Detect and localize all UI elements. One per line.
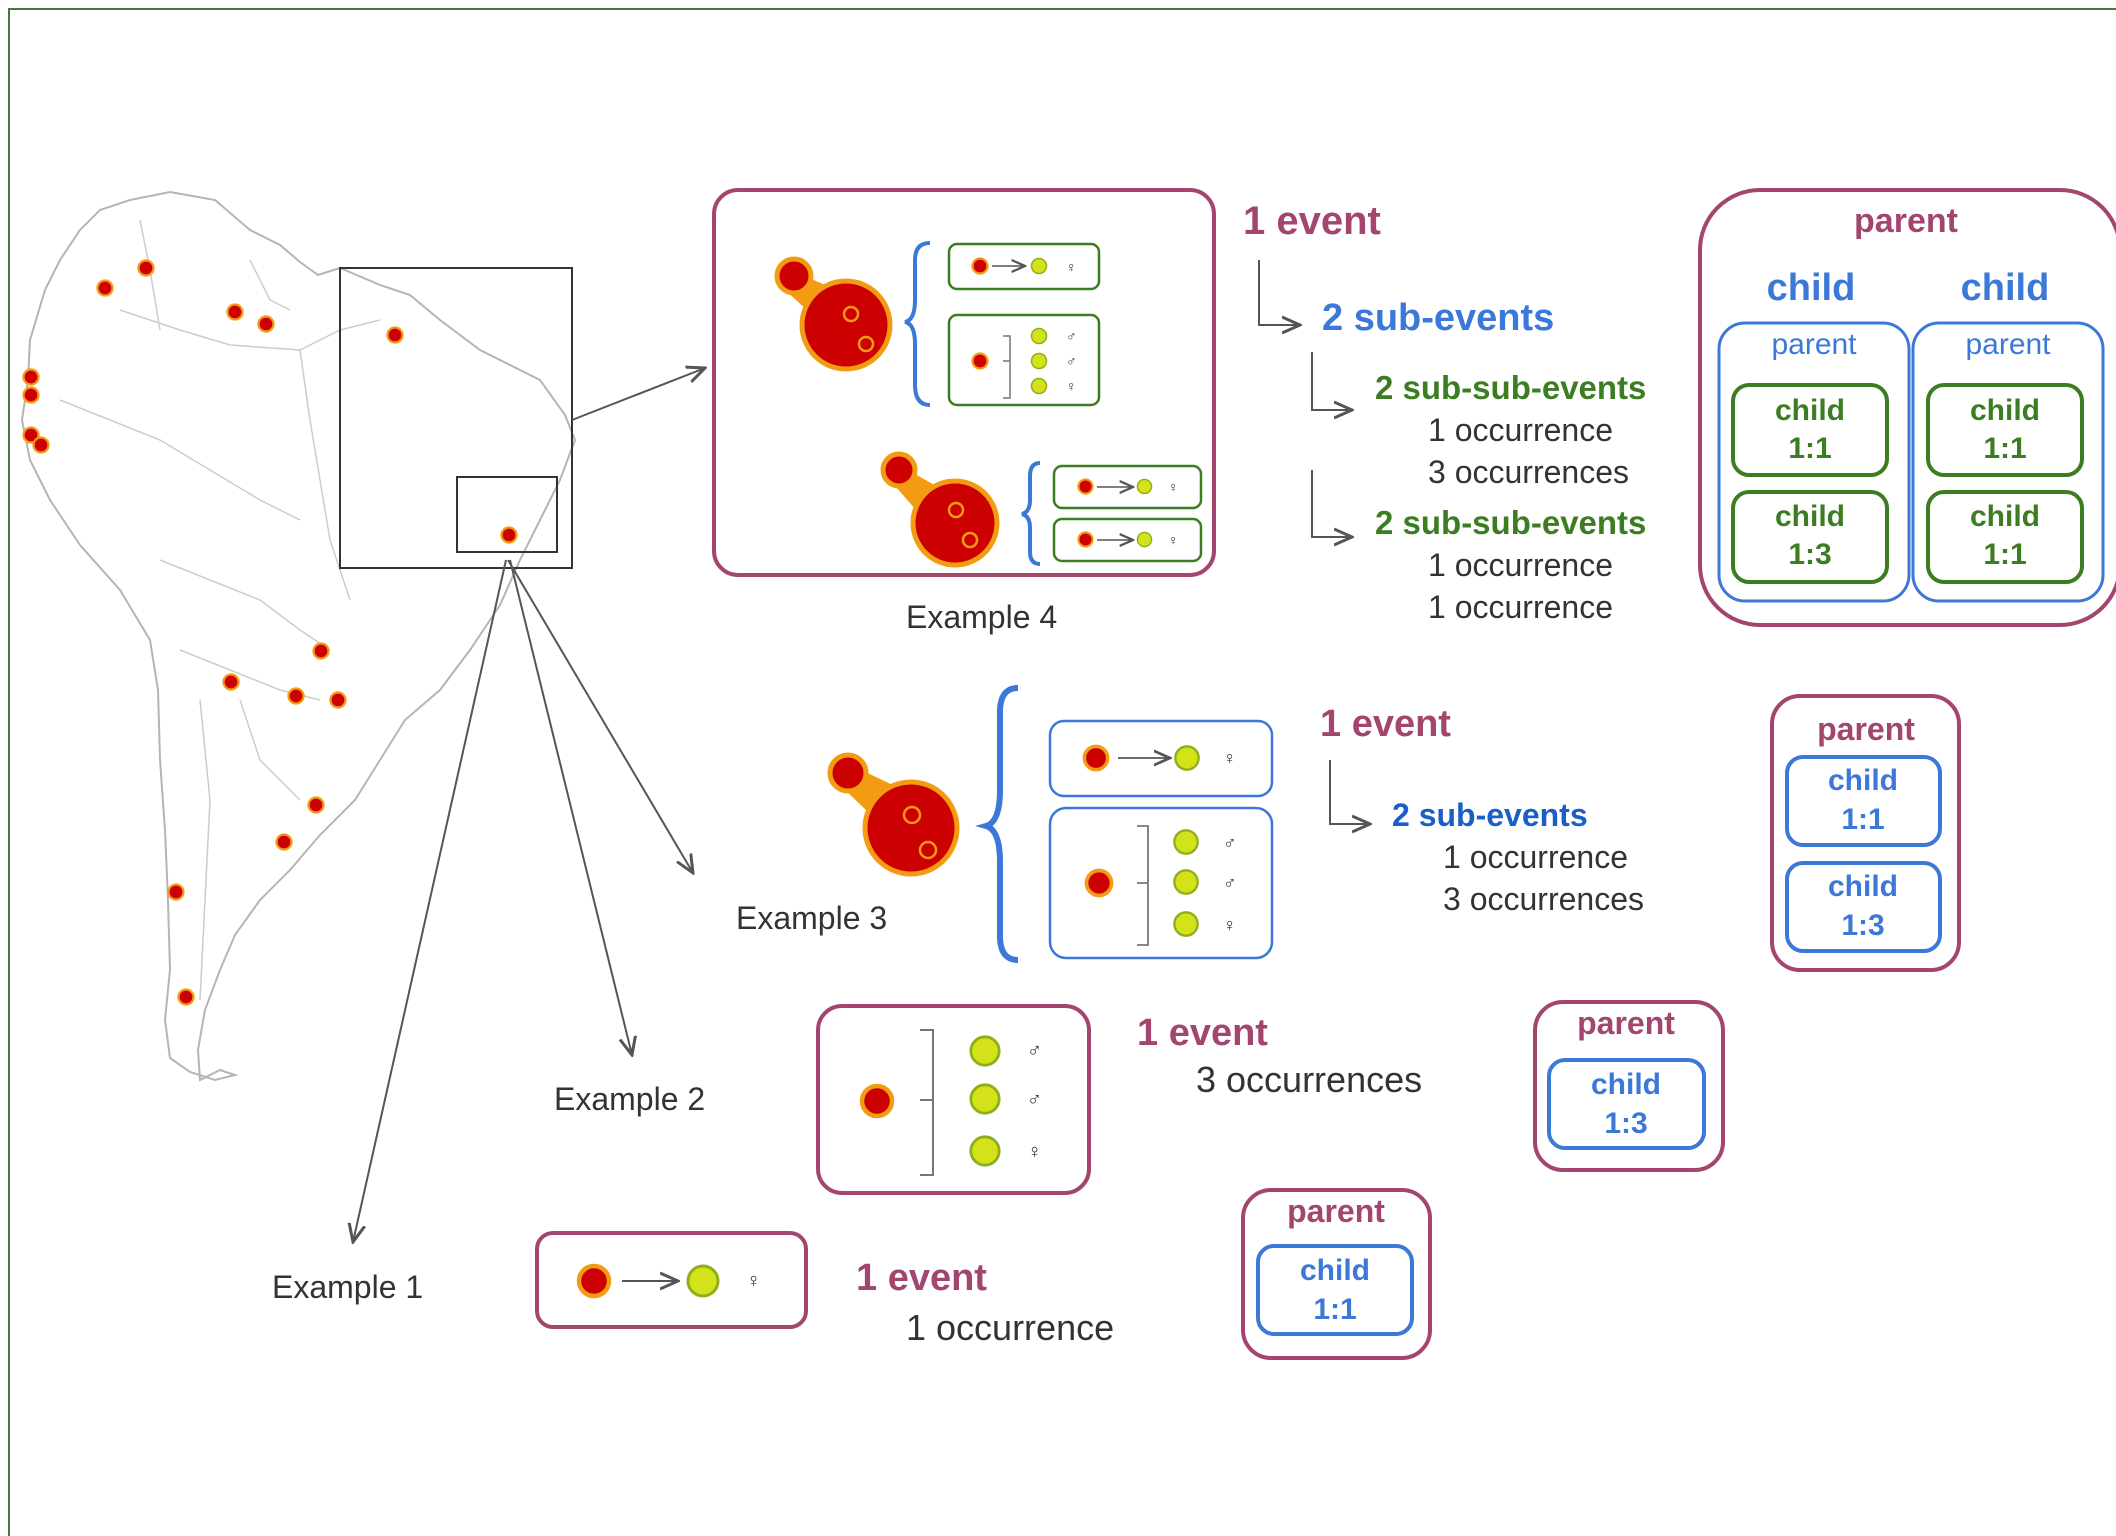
subevents-label: 2 sub-events: [1392, 797, 1588, 833]
female-icon: ♀: [1066, 259, 1077, 275]
occurrence-label: 3 occurrences: [1196, 1059, 1422, 1100]
example1-panel: ♀: [535, 1231, 808, 1329]
tree-child: child: [1961, 267, 2050, 309]
event-label: 1 event: [1243, 199, 1381, 243]
occurrence-label: 1 occurrence: [1428, 547, 1613, 583]
male-icon: ♂: [1223, 833, 1237, 853]
tree-leaf: child: [1970, 394, 2040, 427]
occurrence-label: 1 occurrence: [1428, 589, 1613, 625]
tree2: parent child 1:3: [1533, 1000, 1725, 1172]
tree-parent: parent: [1854, 202, 1958, 240]
host-animal-icon: [774, 256, 893, 372]
event-label: 1 event: [856, 1257, 987, 1299]
subsubevents-label: 2 sub-sub-events: [1375, 504, 1646, 541]
tree-leaf: child: [1775, 500, 1845, 533]
tree-child: child: [1828, 764, 1898, 797]
tree-leaf: child: [1970, 500, 2040, 533]
connector-arrows: [353, 368, 705, 1242]
tree-parent: parent: [1287, 1193, 1385, 1229]
brace: [904, 241, 931, 407]
example4-hierarchy: 1 event 2 sub-events 2 sub-sub-events 1 …: [1243, 199, 1646, 625]
tree-leaf-ratio: 1:1: [1788, 432, 1831, 465]
example3-label: Example 3: [736, 900, 887, 936]
example1-label: Example 1: [272, 1269, 423, 1305]
occurrence-label: 3 occurrences: [1443, 881, 1644, 917]
female-icon: ♀: [1168, 479, 1179, 495]
example4-panel: ♀ ♂ ♂ ♀ ♀ ♀: [712, 188, 1216, 577]
male-icon: ♂: [1066, 353, 1077, 369]
tree-leaf: child: [1775, 394, 1845, 427]
tree-child-ratio: 1:3: [1841, 909, 1884, 942]
example2-panel: ♂ ♂ ♀: [816, 1004, 1091, 1195]
male-icon: ♂: [1223, 873, 1237, 893]
tree-leaf-ratio: 1:3: [1788, 538, 1831, 571]
female-icon: ♀: [1168, 532, 1179, 548]
zoom-box-large: [339, 267, 573, 569]
male-icon: ♂: [1066, 328, 1077, 344]
example2-label: Example 2: [554, 1081, 705, 1117]
tree-child-ratio: 1:3: [1604, 1107, 1647, 1140]
tree3: parent child 1:1 child 1:3: [1770, 694, 1961, 972]
tree4: parent child child parent parent child 1…: [1698, 188, 2116, 627]
tree-child-ratio: 1:1: [1313, 1293, 1356, 1326]
tree-child: child: [1767, 267, 1856, 309]
tree-parent: parent: [1817, 711, 1915, 747]
subevent-box: [947, 313, 1101, 407]
occurrence-label: 1 occurrence: [1443, 839, 1628, 875]
male-icon: ♂: [1027, 1089, 1042, 1111]
continent-outline: [20, 190, 577, 1082]
tree-subparent: parent: [1965, 328, 2051, 361]
male-icon: ♂: [1027, 1040, 1042, 1062]
occurrence-label: 1 occurrence: [1428, 412, 1613, 448]
example2-hierarchy: 1 event 3 occurrences: [1137, 1012, 1422, 1100]
female-icon: ♀: [1223, 748, 1237, 768]
subsubevents-label: 2 sub-sub-events: [1375, 369, 1646, 406]
zoom-box-small: [456, 476, 558, 553]
example3-panel: ♀ ♂ ♂ ♀: [827, 685, 1274, 963]
tree-leaf-ratio: 1:1: [1983, 432, 2026, 465]
example1-hierarchy: 1 event 1 occurrence: [856, 1257, 1114, 1348]
occurrence-label: 1 occurrence: [906, 1307, 1114, 1348]
female-icon: ♀: [746, 1270, 761, 1292]
example3-hierarchy: 1 event 2 sub-events 1 occurrence 3 occu…: [1320, 703, 1644, 917]
subevents-label: 2 sub-events: [1322, 297, 1554, 339]
brace: [975, 685, 1019, 963]
female-icon: ♀: [1027, 1141, 1042, 1163]
subevent-box: [1048, 806, 1274, 960]
host-animal-icon: [880, 451, 1000, 568]
event-label: 1 event: [1137, 1012, 1268, 1054]
tree-child: child: [1828, 870, 1898, 903]
occurrence-label: 3 occurrences: [1428, 454, 1629, 490]
tree-child: child: [1300, 1254, 1370, 1287]
diagram-frame: [8, 8, 2116, 1536]
tree-child: child: [1591, 1068, 1661, 1101]
south-america-map: [20, 190, 577, 1082]
female-icon: ♀: [1223, 915, 1237, 935]
host-animal-icon: [827, 752, 960, 877]
female-icon: ♀: [1066, 378, 1077, 394]
tree-child-ratio: 1:1: [1841, 803, 1884, 836]
tree1: parent child 1:1: [1241, 1188, 1432, 1360]
event-label: 1 event: [1320, 703, 1451, 745]
brace: [1021, 461, 1041, 566]
tree-leaf-ratio: 1:1: [1983, 538, 2026, 571]
tree-subparent: parent: [1771, 328, 1857, 361]
example4-label: Example 4: [906, 599, 1057, 635]
tree-parent: parent: [1577, 1005, 1675, 1041]
